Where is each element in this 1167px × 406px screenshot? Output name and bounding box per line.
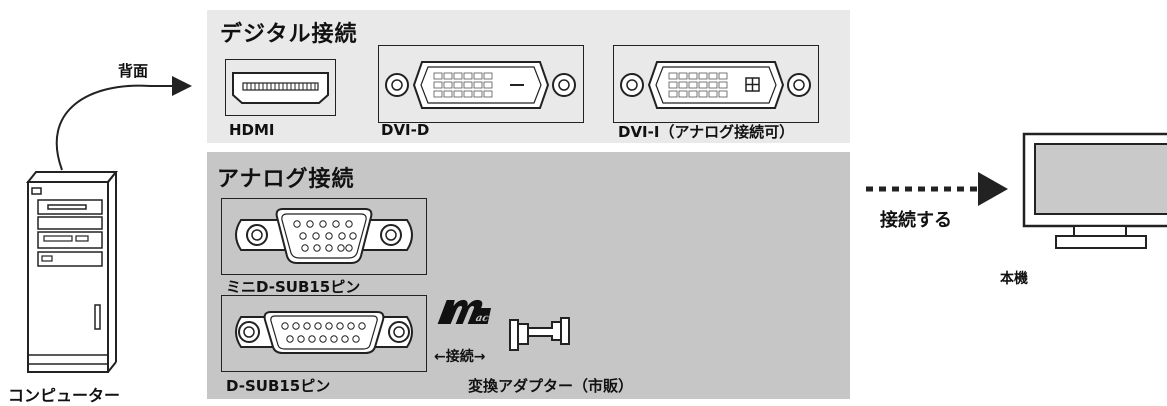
monitor-icon xyxy=(1022,132,1167,249)
cable-curve xyxy=(55,76,192,171)
dvi-i-port-icon xyxy=(620,61,811,109)
dvi-d-port-icon xyxy=(385,61,576,109)
mini-dsub15-label: ミニD-SUB15ピン xyxy=(226,278,361,296)
computer-tower-icon xyxy=(25,171,119,373)
mini-dsub15-connector-box xyxy=(221,198,427,275)
monitor-label: 本機 xyxy=(1000,271,1028,287)
dvi-i-label: DVI-I（アナログ接続可） xyxy=(618,123,795,141)
analog-title: アナログ接続 xyxy=(217,167,355,192)
analog-connection-panel: アナログ接続 xyxy=(207,152,850,399)
hdmi-label: HDMI xyxy=(229,121,275,139)
svg-text:ac: ac xyxy=(475,313,490,324)
connect-dotted-arrow xyxy=(866,172,1008,206)
dsub15-label: D-SUB15ピン xyxy=(226,377,331,395)
dsub15-connector-box xyxy=(221,295,427,372)
computer-label: コンピューター xyxy=(8,386,121,405)
mac-logo: ac xyxy=(436,294,492,328)
hdmi-port-icon xyxy=(232,72,329,104)
digital-title: デジタル接続 xyxy=(220,22,358,47)
adapter-link-label: ←接続→ xyxy=(434,349,486,365)
mac-logo-icon: ac xyxy=(437,299,492,324)
hdmi-connector-box xyxy=(225,59,336,116)
adapter-label: 変換アダプター（市販） xyxy=(468,377,634,395)
back-label: 背面 xyxy=(118,62,149,80)
dvi-d-connector-box xyxy=(378,45,584,123)
dvi-i-connector-box xyxy=(613,45,819,123)
mini-dsub15-port-icon xyxy=(235,208,413,264)
adapter-icon xyxy=(509,317,570,351)
dsub15-port-icon xyxy=(235,311,413,354)
dvi-d-label: DVI-D xyxy=(381,121,430,139)
connect-label: 接続する xyxy=(880,210,952,231)
